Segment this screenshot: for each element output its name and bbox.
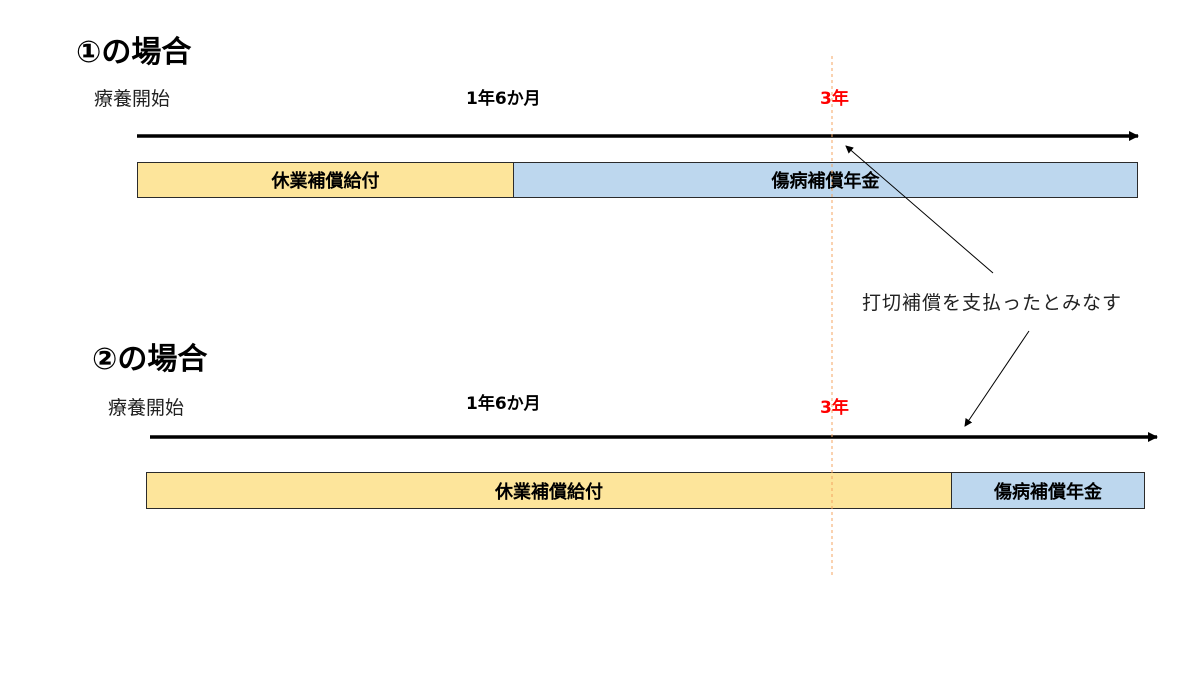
case2-bar-pension-label: 傷病補償年金 [994,481,1102,503]
case1-heading: ①の場合 [76,35,192,70]
case2-milestone-18m: 1年6か月 [466,394,541,414]
case1-milestone-18m: 1年6か月 [466,89,541,109]
callout-pointer-case1 [845,145,994,274]
case1-bar-leave-benefit: 休業補償給付 [137,162,514,198]
case1-bar-leave-label: 休業補償給付 [271,171,380,192]
case1-bar-pension: 傷病補償年金 [513,162,1138,198]
case2-start-label: 療養開始 [108,397,185,419]
case1-start-label: 療養開始 [94,88,171,110]
case2-bar-leave-benefit: 休業補償給付 [146,472,952,509]
case2-heading: ②の場合 [92,342,208,377]
case2-bar-pension: 傷病補償年金 [951,472,1145,509]
case2-bar-leave-label: 休業補償給付 [495,481,603,503]
case1-milestone-3y: 3年 [820,89,849,109]
callout-pointer-case2 [964,330,1030,427]
callout-text: 打切補償を支払ったとみなす [862,292,1123,314]
case1-bar-pension-label: 傷病補償年金 [771,171,880,192]
case2-milestone-3y: 3年 [820,398,849,418]
